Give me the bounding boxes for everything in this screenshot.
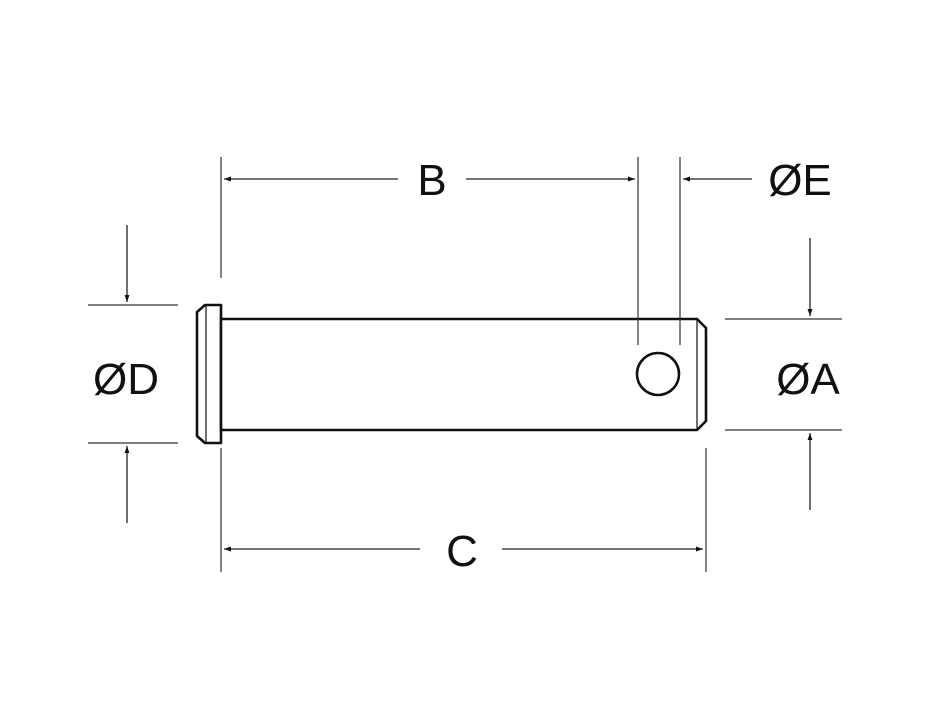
dimension-e: ØE xyxy=(683,156,832,205)
cross-hole xyxy=(635,351,681,397)
label-d: ØD xyxy=(93,355,159,404)
dimension-a: ØA xyxy=(776,238,840,510)
extension-lines xyxy=(88,157,842,572)
clevis-pin xyxy=(195,303,708,445)
label-e: ØE xyxy=(768,156,832,205)
dimension-d: ØD xyxy=(93,225,159,523)
pin-shank xyxy=(219,317,708,432)
label-a: ØA xyxy=(776,355,840,404)
pin-head xyxy=(195,303,223,445)
dimension-b: B xyxy=(224,156,635,205)
dimension-c: C xyxy=(224,527,703,576)
label-c: C xyxy=(446,527,478,576)
label-b: B xyxy=(417,156,446,205)
